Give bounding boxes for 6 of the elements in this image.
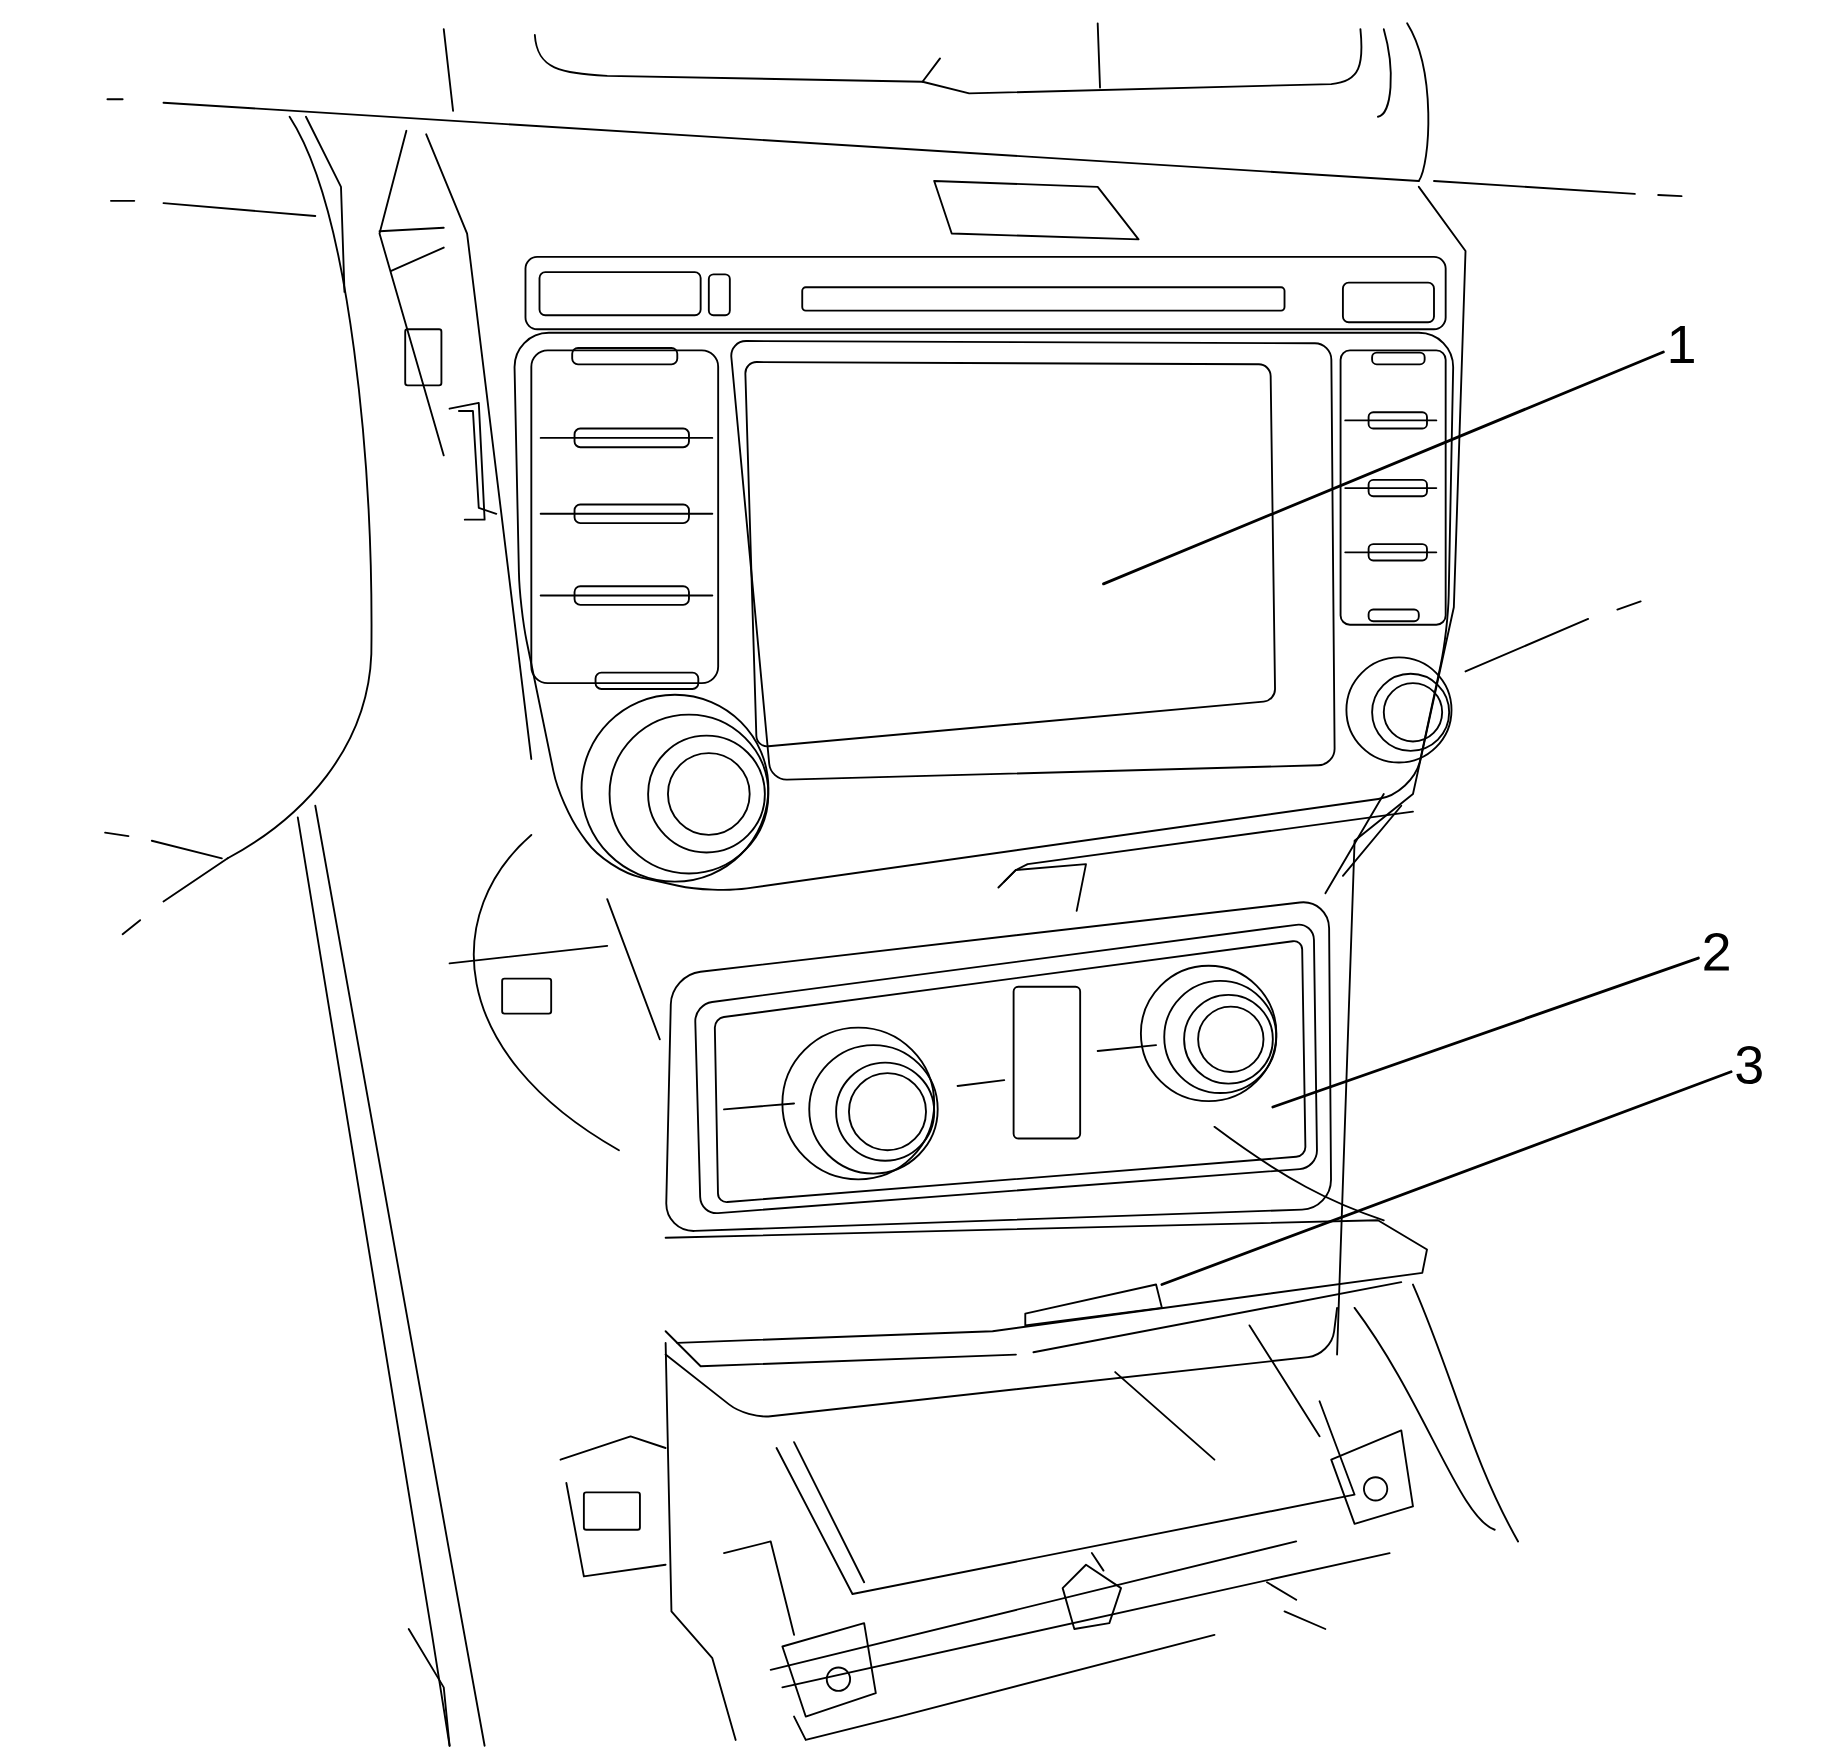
- callout-number: 2: [1704, 932, 1729, 971]
- leader-line: [1160, 1070, 1733, 1286]
- leader-line: [1102, 350, 1665, 586]
- callout-number: 3: [1736, 1045, 1762, 1084]
- leader-line: [1271, 956, 1700, 1109]
- callout-number: 1: [1670, 325, 1694, 363]
